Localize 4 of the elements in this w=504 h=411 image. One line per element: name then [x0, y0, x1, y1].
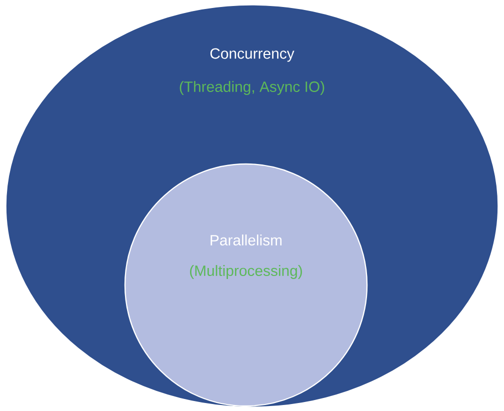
subheading: (Multiprocessing) [190, 265, 302, 279]
heading: Concurrency [210, 48, 294, 62]
heading: Parallelism [210, 234, 282, 246]
subheading: (Threading, Async IO) [180, 81, 324, 95]
